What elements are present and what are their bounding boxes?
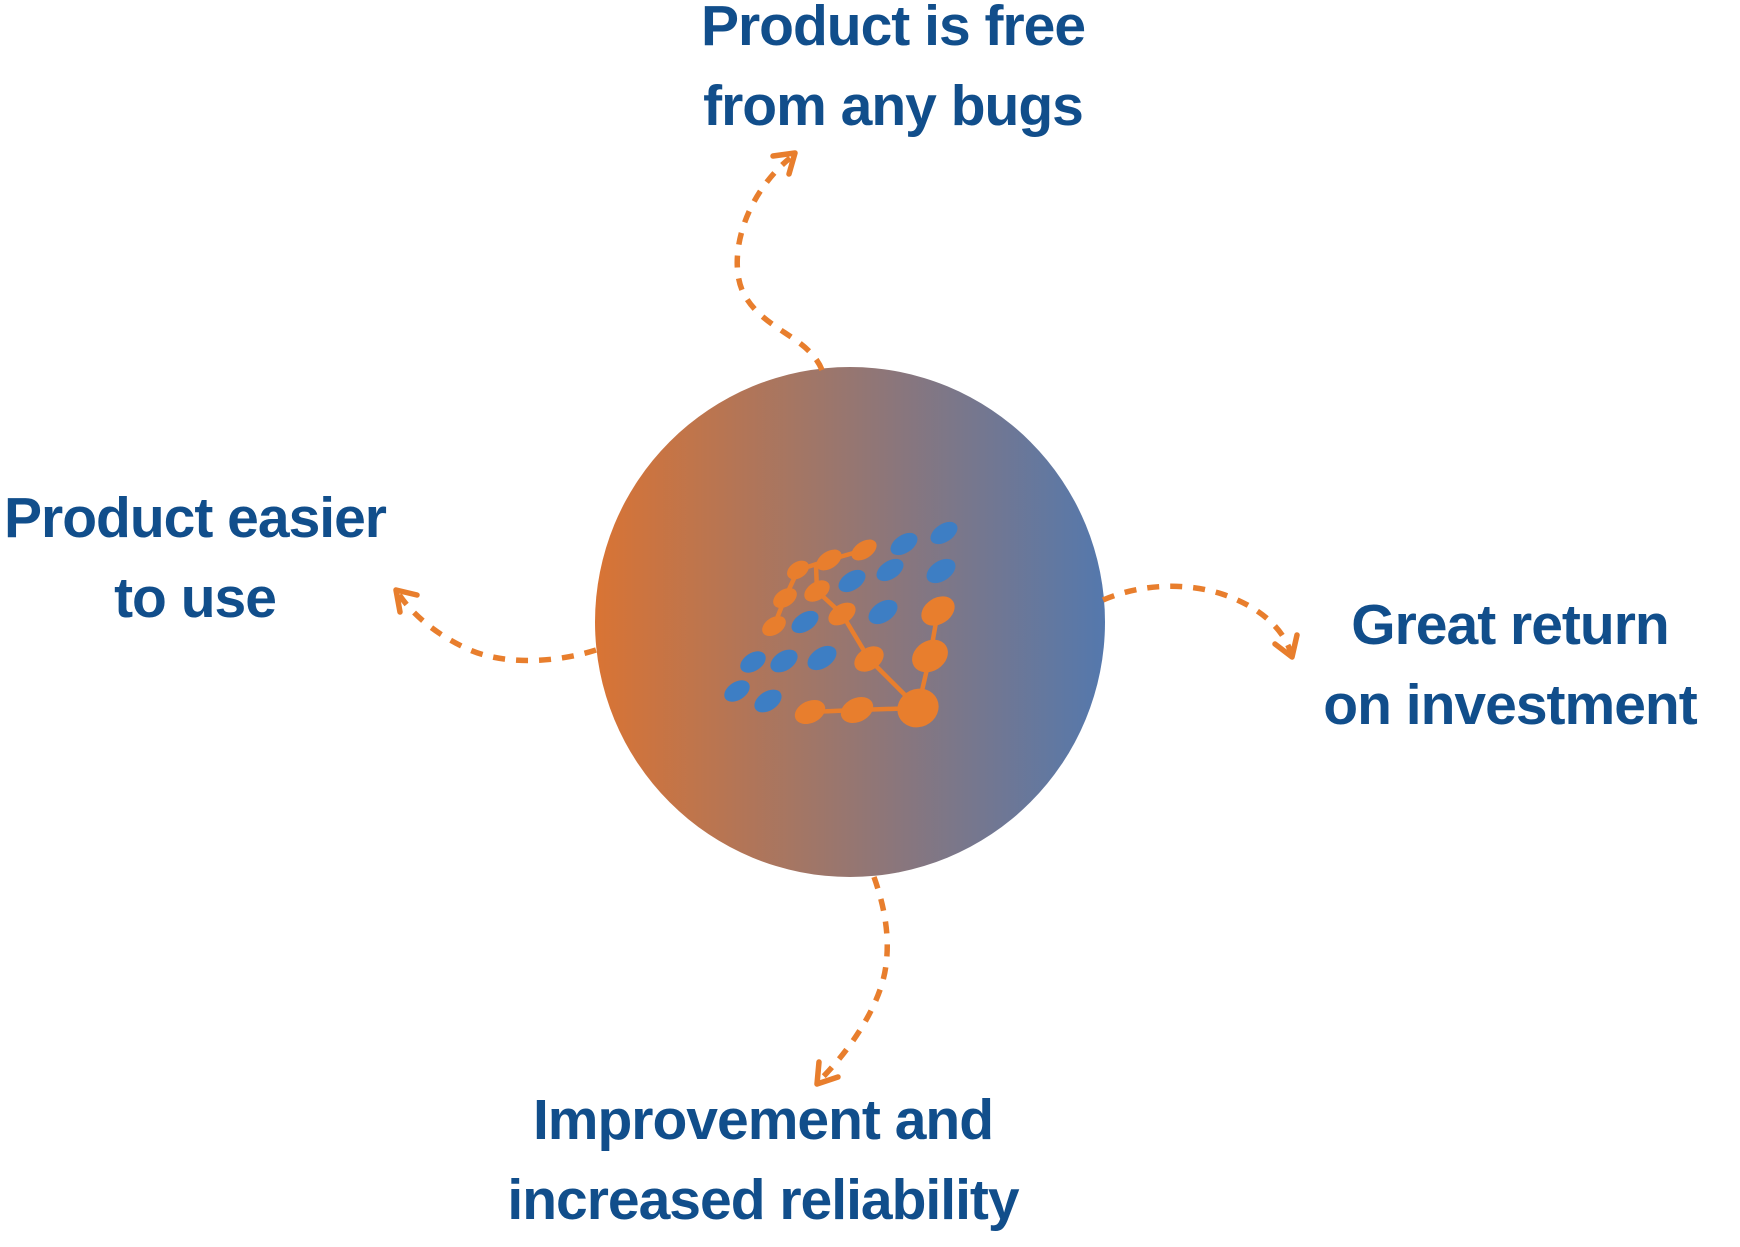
logo-orange-dots — [762, 539, 955, 728]
label-top-line2: from any bugs — [703, 74, 1084, 138]
label-bottom-line2: increased reliability — [507, 1168, 1019, 1232]
arrowhead-left-icon — [393, 587, 420, 615]
arrowhead-right-icon — [1272, 632, 1300, 660]
label-top: Product is free from any bugs — [633, 0, 1153, 146]
arrow-to-right-label — [1101, 583, 1294, 654]
arrowhead-top-icon — [770, 150, 798, 177]
logo-blue-dots — [724, 521, 958, 713]
arrowhead-bottom-icon — [814, 1059, 841, 1087]
connector-arrows — [395, 155, 1294, 1082]
arrowheads — [393, 150, 1300, 1087]
label-right-line2: on investment — [1323, 673, 1697, 737]
arrow-to-top-label — [734, 155, 825, 372]
gradient-circle — [595, 367, 1105, 877]
arrow-to-left-label — [395, 591, 597, 664]
arrow-to-bottom-label — [818, 876, 890, 1082]
label-bottom: Improvement and increased reliability — [463, 1080, 1063, 1240]
label-left: Product easier to use — [0, 478, 445, 638]
label-right-line1: Great return — [1351, 593, 1669, 657]
label-bottom-line1: Improvement and — [532, 1088, 994, 1152]
label-left-line2: to use — [114, 566, 277, 630]
label-top-line1: Product is free — [700, 0, 1086, 58]
label-right: Great return on investment — [1230, 585, 1740, 745]
label-left-line1: Product easier — [4, 486, 387, 550]
